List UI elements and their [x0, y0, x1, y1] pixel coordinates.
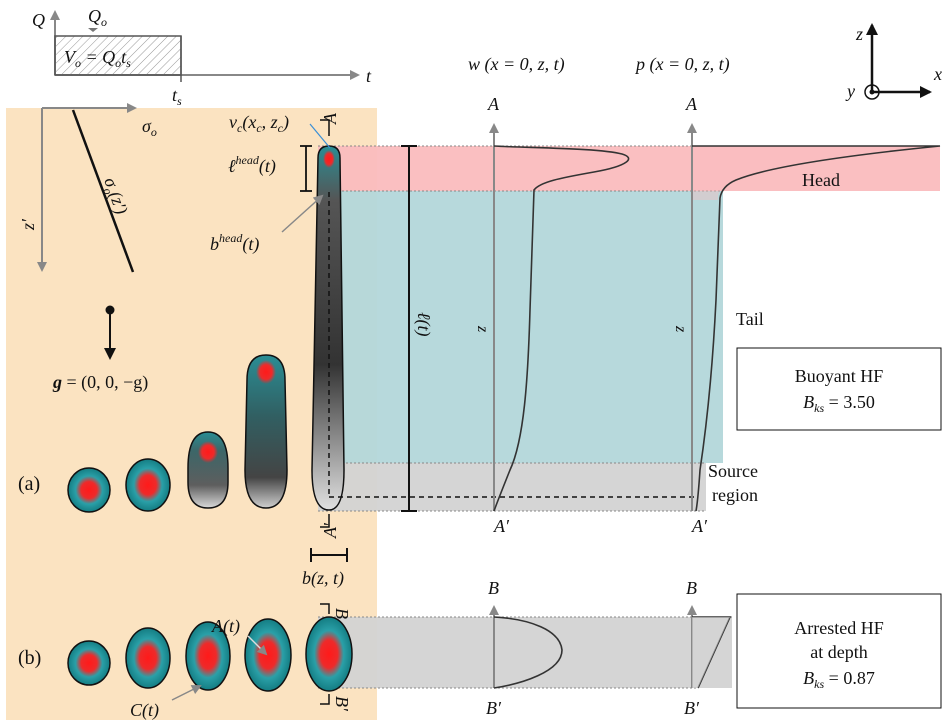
axis-x-label: x: [933, 64, 942, 84]
time-axis-label: t: [366, 66, 372, 86]
buoyant-evolution: [67, 145, 345, 513]
w-axis-b-top: B: [488, 578, 499, 598]
vc-pointer: [309, 123, 331, 149]
cut-a-markers: [320, 119, 694, 528]
arrested-box-value: Bks = 0.87: [803, 668, 875, 691]
w-profile-title: w (x = 0, z, t): [468, 54, 565, 75]
p-profile-title: p (x = 0, z, t): [634, 54, 730, 75]
cut-a-label: A: [320, 112, 340, 125]
shut-in-time-label: ts: [172, 85, 182, 108]
cut-b-markers: [320, 603, 330, 705]
gravity-arrow: [104, 305, 116, 360]
p-axis-b-top: B: [686, 578, 697, 598]
total-length-label: ℓ(t): [413, 312, 434, 337]
buoyant-box: [736, 347, 942, 431]
dotted-guides: [318, 145, 940, 689]
confining-stress-line: [71, 109, 135, 273]
contour-label: C(t): [130, 700, 159, 721]
head-band: [318, 146, 940, 191]
sigma-axis-label: σo: [142, 116, 157, 139]
arrested-evolution: [67, 616, 353, 692]
tail-band: [318, 191, 723, 463]
p-profile-a: [692, 145, 941, 512]
breadth-label: b(z, t): [302, 568, 344, 589]
gravity-label: g = (0, 0, −g): [52, 372, 148, 393]
p-axis-a-top: A: [685, 94, 698, 114]
breadth-bar: [310, 548, 348, 562]
p-axis-a-bottom: A′: [691, 516, 708, 536]
source-region-label-2: region: [712, 485, 758, 505]
tail-region-label: Tail: [736, 309, 764, 329]
head-region-label: Head: [802, 170, 840, 190]
injection-plot: [50, 10, 360, 82]
head-breadth-label: bhead(t): [210, 231, 259, 255]
p-axis-z-label: z: [672, 325, 689, 333]
cut-b-prime-label: B′: [332, 696, 352, 712]
injection-rate-label: Qo: [88, 6, 107, 29]
contour-pointer: [171, 685, 202, 701]
axis-z-label: z: [855, 24, 863, 44]
w-profile-a: [493, 145, 630, 512]
coordinate-axes: [864, 23, 932, 100]
label-a: (a): [18, 473, 40, 495]
vc-label: vc(xc, zc): [229, 112, 289, 135]
p-axis-b-bottom: B′: [684, 698, 700, 718]
w-profile-b: [493, 616, 563, 689]
p-profile-b-fill: [692, 617, 730, 688]
w-axis-a-top: A: [487, 94, 500, 114]
source-band: [318, 463, 706, 511]
head-breadth-pointer: [281, 194, 324, 233]
head-length-label: ℓhead(t): [228, 153, 276, 177]
injected-volume-label: Vo = Qots: [64, 47, 131, 70]
axis-y-label: y: [845, 81, 855, 101]
area-label: A(t): [211, 616, 240, 637]
pressure-head-spike: [692, 146, 940, 200]
w-axis-b-bottom: B′: [486, 698, 502, 718]
w-axis-z-label: z: [474, 325, 491, 333]
q-axis-label: Q: [32, 10, 45, 30]
label-b: (b): [18, 647, 41, 669]
injected-volume-box: [54, 35, 182, 76]
arrested-box: [736, 593, 942, 709]
head-length-bracket: [300, 145, 312, 192]
cut-b-label: B: [332, 608, 352, 619]
cut-a-prime-label: A′: [320, 522, 340, 539]
stress-axes: [37, 103, 137, 273]
arrested-box-line2: at depth: [810, 642, 867, 662]
w-axis-a-bottom: A′: [493, 516, 510, 536]
source-region-label-1: Source: [708, 461, 758, 481]
arrested-box-title: Arrested HF: [794, 618, 883, 638]
buoyant-box-title: Buoyant HF: [795, 366, 884, 386]
area-pointer: [247, 635, 268, 656]
total-length-bracket: [401, 145, 417, 512]
buoyant-box-value: Bks = 3.50: [803, 392, 875, 415]
zprime-axis-label: z′: [18, 218, 38, 231]
arrested-band: [318, 617, 732, 688]
